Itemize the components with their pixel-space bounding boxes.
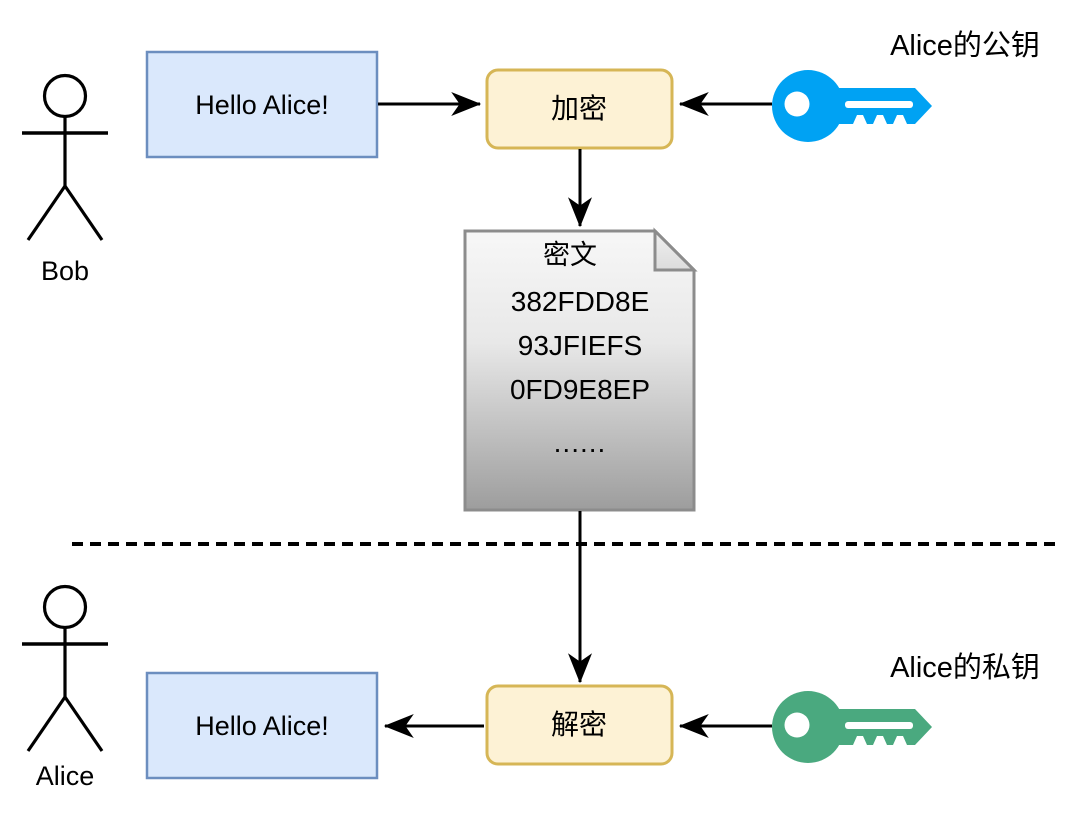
private-key-label: Alice的私钥 — [890, 652, 1040, 684]
document-line-1: 382FDD8E — [510, 286, 650, 317]
encrypt-box-label: 加密 — [550, 93, 608, 124]
message-box-top-label: Hello Alice! — [195, 90, 329, 120]
actor-alice-figure — [22, 584, 108, 752]
public-key-label: Alice的公钥 — [890, 30, 1040, 62]
message-box-bottom-label: Hello Alice! — [195, 711, 329, 741]
decrypt-box-label: 解密 — [550, 709, 608, 740]
message-box-top — [145, 50, 379, 159]
message-box-bottom — [145, 671, 379, 780]
decrypt-box — [485, 684, 674, 766]
document-line-2: 93JFIEFS — [517, 330, 643, 361]
encrypt-box — [485, 68, 674, 150]
document-line-3: 0FD9E8EP — [509, 374, 651, 405]
key-icon-private — [772, 691, 932, 763]
actor-label-bob: Bob — [40, 256, 90, 286]
document-title: 密文 — [543, 240, 597, 270]
actor-bob-figure — [22, 73, 108, 241]
ciphertext-document — [463, 227, 698, 512]
key-icon-public — [772, 70, 932, 142]
actor-label-alice: Alice — [35, 761, 95, 791]
document-ellipsis: ...... — [553, 427, 607, 458]
